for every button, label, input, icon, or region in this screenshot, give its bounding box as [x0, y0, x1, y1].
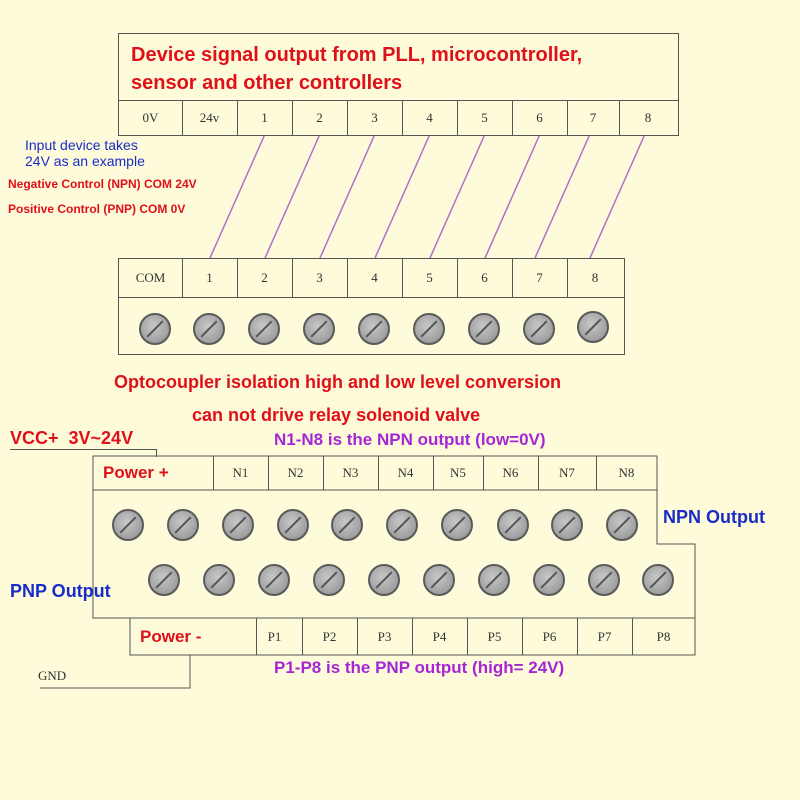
input-screw-8 — [577, 311, 609, 343]
source-terminal-4: 4 — [402, 101, 458, 135]
source-terminal-0v: 0V — [119, 101, 183, 135]
npn-screw-n4 — [331, 509, 363, 541]
input-screw-6 — [468, 313, 500, 345]
signal-wire-4 — [374, 133, 431, 259]
input-screw-7 — [523, 313, 555, 345]
source-terminal-5: 5 — [457, 101, 513, 135]
pnp-control-note: Positive Control (PNP) COM 0V — [8, 202, 186, 216]
npn-screw-extra — [606, 509, 638, 541]
source-terminal-1: 1 — [237, 101, 293, 135]
input-terminal-8: 8 — [591, 270, 599, 285]
source-terminal-7: 7 — [567, 101, 620, 135]
signal-source-block: Device signal output from PLL, microcont… — [118, 33, 679, 136]
npn-screw-n5 — [386, 509, 418, 541]
source-title-line1: Device signal output from PLL, microcont… — [131, 44, 583, 66]
pnp-screw-p4 — [368, 564, 400, 596]
pnp-screw-p5 — [423, 564, 455, 596]
input-screw-1 — [193, 313, 225, 345]
input-terminal-5: 5 — [402, 259, 458, 297]
npn-terminal-n1: N1 — [213, 456, 269, 490]
source-terminal-6: 6 — [512, 101, 568, 135]
opto-caption-line1: Optocoupler isolation high and low level… — [114, 372, 562, 392]
power-plus-label: Power + — [93, 456, 214, 490]
vcc-wire-drop — [156, 449, 157, 457]
npn-screw-n2 — [222, 509, 254, 541]
signal-wire-5 — [429, 133, 486, 259]
pnp-terminal-p6: P6 — [522, 618, 578, 655]
signal-wire-1 — [209, 133, 266, 259]
pnp-screw-p7 — [533, 564, 565, 596]
input-terminal-6: 6 — [457, 259, 513, 297]
npn-terminal-n3: N3 — [323, 456, 379, 490]
input-screw-2 — [248, 313, 280, 345]
pnp-terminal-p2: P2 — [302, 618, 358, 655]
signal-wire-6 — [484, 133, 541, 259]
source-terminal-row: 0V 24v 1 2 3 4 5 6 7 8 — [119, 100, 678, 135]
input-terminal-block: COM 1 2 3 4 5 6 7 8 — [118, 258, 625, 355]
input-terminal-2: 2 — [237, 259, 293, 297]
pnp-screw-p3 — [313, 564, 345, 596]
input-terminal-4: 4 — [347, 259, 403, 297]
input-screw-5 — [413, 313, 445, 345]
pnp-screw-p1 — [203, 564, 235, 596]
npn-output-label: NPN Output — [663, 507, 765, 527]
npn-description: N1-N8 is the NPN output (low=0V) — [274, 430, 546, 449]
source-terminal-24v: 24v — [182, 101, 238, 135]
pnp-terminal-p1: P1 — [247, 618, 303, 655]
pnp-terminal-p8: P8 — [656, 628, 671, 644]
pnp-output-label: PNP Output — [10, 581, 111, 601]
source-terminal-8: 8 — [644, 110, 652, 125]
npn-screw-n8 — [551, 509, 583, 541]
signal-wire-8 — [589, 133, 646, 259]
pnp-terminal-p3: P3 — [357, 618, 413, 655]
npn-terminal-n5: N5 — [433, 456, 484, 490]
npn-terminal-n4: N4 — [378, 456, 434, 490]
npn-screw-n6 — [441, 509, 473, 541]
npn-screw-power-plus — [112, 509, 144, 541]
pnp-terminal-row: Power - P1 P2 P3 P4 P5 P6 P7 P8 — [130, 618, 695, 655]
input-terminal-row: COM 1 2 3 4 5 6 7 8 — [119, 259, 624, 298]
npn-screw-n1 — [167, 509, 199, 541]
pnp-terminal-p7: P7 — [577, 618, 633, 655]
input-terminal-7: 7 — [512, 259, 568, 297]
input-screw-com — [139, 313, 171, 345]
npn-control-note: Negative Control (NPN) COM 24V — [8, 177, 197, 191]
signal-wire-3 — [319, 133, 376, 259]
pnp-description: P1-P8 is the PNP output (high= 24V) — [274, 658, 565, 677]
npn-terminal-n8: N8 — [618, 465, 635, 480]
gnd-label: GND — [38, 668, 67, 683]
vcc-wire — [10, 449, 156, 450]
input-terminal-com: COM — [119, 259, 183, 297]
npn-terminal-n6: N6 — [483, 456, 539, 490]
pnp-screw-p8 — [588, 564, 620, 596]
input-terminal-3: 3 — [292, 259, 348, 297]
npn-terminal-row: Power + N1 N2 N3 N4 N5 N6 N7 N8 — [93, 456, 657, 490]
source-terminal-3: 3 — [347, 101, 403, 135]
input-screw-4 — [358, 313, 390, 345]
pnp-screw-extra — [642, 564, 674, 596]
vcc-label: VCC+ 3V~24V — [10, 428, 134, 448]
pnp-terminal-p5: P5 — [467, 618, 523, 655]
input-note-line1: Input device takes — [25, 137, 138, 153]
signal-wire-7 — [534, 133, 591, 259]
input-note-line2: 24V as an example — [25, 153, 145, 169]
pnp-screw-power-minus — [148, 564, 180, 596]
npn-terminal-n7: N7 — [538, 456, 597, 490]
opto-caption-line2: can not drive relay solenoid valve — [192, 405, 481, 425]
pnp-screw-p2 — [258, 564, 290, 596]
npn-screw-n3 — [277, 509, 309, 541]
npn-terminal-n2: N2 — [268, 456, 324, 490]
source-terminal-2: 2 — [292, 101, 348, 135]
input-terminal-1: 1 — [182, 259, 238, 297]
npn-screw-n7 — [497, 509, 529, 541]
source-title-line2: sensor and other controllers — [131, 72, 403, 94]
pnp-screw-p6 — [478, 564, 510, 596]
power-minus-label: Power - — [130, 618, 257, 655]
signal-wire-2 — [264, 133, 321, 259]
pnp-terminal-p4: P4 — [412, 618, 468, 655]
input-screw-3 — [303, 313, 335, 345]
